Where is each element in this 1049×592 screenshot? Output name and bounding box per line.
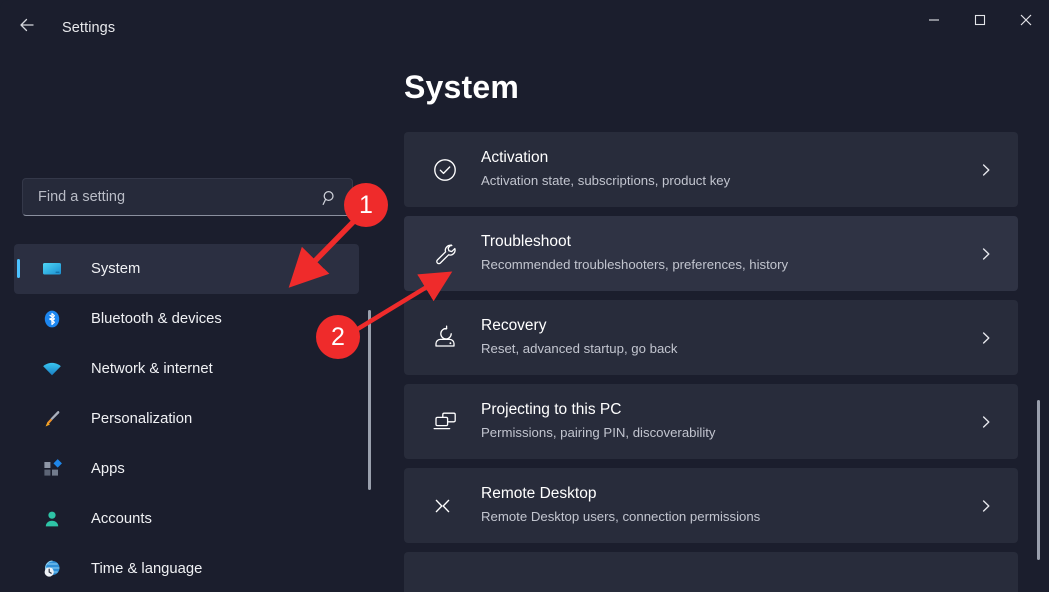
card-text: Troubleshoot Recommended troubleshooters… bbox=[481, 232, 788, 274]
card-text: Activation Activation state, subscriptio… bbox=[481, 148, 730, 190]
settings-card-remote-desktop[interactable]: Remote Desktop Remote Desktop users, con… bbox=[404, 468, 1018, 543]
sidebar-item-personalization[interactable]: Personalization bbox=[14, 394, 359, 444]
bluetooth-icon bbox=[40, 307, 64, 331]
sidebar-item-apps[interactable]: Apps bbox=[14, 444, 359, 494]
wrench-icon bbox=[430, 239, 460, 269]
card-subtitle: Activation state, subscriptions, product… bbox=[481, 172, 731, 188]
settings-card-partial[interactable] bbox=[404, 552, 1018, 592]
sidebar-item-label: Personalization bbox=[91, 410, 193, 427]
sidebar-item-label: Time & language bbox=[91, 560, 203, 577]
window-controls bbox=[911, 0, 1049, 40]
chevron-right-icon bbox=[978, 414, 994, 430]
sidebar-scrollbar[interactable] bbox=[368, 310, 371, 490]
paintbrush-icon bbox=[40, 407, 64, 431]
settings-card-troubleshoot[interactable]: Troubleshoot Recommended troubleshooters… bbox=[404, 216, 1018, 291]
chevron-right-icon bbox=[978, 330, 994, 346]
chevron-right-icon bbox=[978, 162, 994, 178]
check-circle-icon bbox=[430, 155, 460, 185]
app-title: Settings bbox=[62, 20, 116, 36]
recovery-icon bbox=[430, 323, 460, 353]
sidebar-item-accounts[interactable]: Accounts bbox=[14, 494, 359, 544]
card-title: Recovery bbox=[481, 317, 547, 334]
card-text: Remote Desktop Remote Desktop users, con… bbox=[481, 484, 760, 526]
selection-indicator bbox=[17, 259, 20, 278]
sidebar-item-label: Apps bbox=[91, 460, 125, 477]
maximize-button[interactable] bbox=[957, 0, 1003, 40]
sidebar-item-network-internet[interactable]: Network & internet bbox=[14, 344, 359, 394]
back-arrow-icon bbox=[17, 15, 37, 35]
settings-card-recovery[interactable]: Recovery Reset, advanced startup, go bac… bbox=[404, 300, 1018, 375]
settings-card-list: Activation Activation state, subscriptio… bbox=[404, 132, 1018, 592]
card-subtitle: Remote Desktop users, connection permiss… bbox=[481, 508, 761, 524]
wifi-icon bbox=[40, 357, 64, 381]
back-button[interactable] bbox=[10, 10, 44, 40]
card-title: Troubleshoot bbox=[481, 233, 571, 250]
search-input[interactable]: Find a setting bbox=[22, 178, 353, 216]
person-icon bbox=[40, 507, 64, 531]
clock-globe-icon bbox=[40, 557, 64, 581]
card-subtitle: Reset, advanced startup, go back bbox=[481, 340, 678, 356]
sidebar-item-time-language[interactable]: Time & language bbox=[14, 544, 359, 592]
card-title: Activation bbox=[481, 149, 549, 166]
sidebar-item-system[interactable]: System bbox=[14, 244, 359, 294]
search-placeholder: Find a setting bbox=[38, 189, 126, 205]
main-scrollbar[interactable] bbox=[1037, 400, 1040, 560]
chevron-right-icon bbox=[978, 246, 994, 262]
maximize-icon bbox=[973, 13, 987, 27]
remote-desktop-icon bbox=[430, 491, 460, 521]
minimize-icon bbox=[927, 13, 941, 27]
close-button[interactable] bbox=[1003, 0, 1049, 40]
card-text: Projecting to this PC Permissions, pairi… bbox=[481, 400, 716, 442]
settings-card-activation[interactable]: Activation Activation state, subscriptio… bbox=[404, 132, 1018, 207]
card-text: Recovery Reset, advanced startup, go bac… bbox=[481, 316, 677, 358]
apps-icon bbox=[40, 457, 64, 481]
sidebar-item-bluetooth-devices[interactable]: Bluetooth & devices bbox=[14, 294, 359, 344]
main-content: System Activation Activation state, subs… bbox=[382, 48, 1049, 592]
sidebar: Find a setting bbox=[0, 48, 382, 592]
chevron-right-icon bbox=[978, 498, 994, 514]
sidebar-item-label: Bluetooth & devices bbox=[91, 310, 222, 327]
settings-card-projecting-to-this-pc[interactable]: Projecting to this PC Permissions, pairi… bbox=[404, 384, 1018, 459]
card-title: Projecting to this PC bbox=[481, 401, 622, 418]
card-title: Remote Desktop bbox=[481, 485, 597, 502]
close-icon bbox=[1018, 12, 1034, 28]
sidebar-item-label: Network & internet bbox=[91, 360, 213, 377]
sidebar-nav: System Bluetooth & devices bbox=[14, 244, 359, 592]
project-screen-icon bbox=[430, 407, 460, 437]
sidebar-item-label: Accounts bbox=[91, 510, 152, 527]
card-subtitle: Permissions, pairing PIN, discoverabilit… bbox=[481, 424, 716, 440]
search-icon[interactable] bbox=[320, 188, 340, 208]
page-title: System bbox=[404, 69, 520, 105]
sidebar-item-label: System bbox=[91, 260, 141, 277]
card-subtitle: Recommended troubleshooters, preferences… bbox=[481, 256, 789, 272]
monitor-icon bbox=[40, 257, 64, 281]
minimize-button[interactable] bbox=[911, 0, 957, 40]
title-bar: Settings bbox=[0, 0, 1049, 48]
